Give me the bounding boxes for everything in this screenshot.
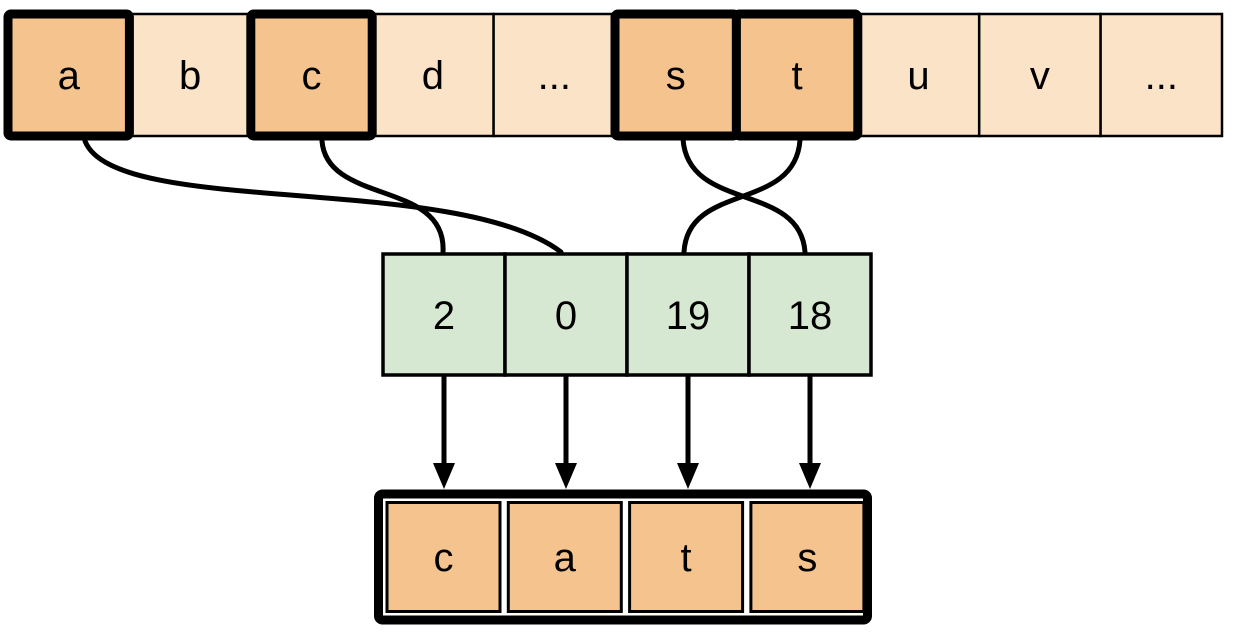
word-cell-a [506,501,623,613]
alphabet-label-v: v [1030,54,1050,98]
alphabet-cell-t-highlighted [731,9,863,141]
alphabet-label-a: a [58,54,81,98]
alphabet-cell-b [128,12,253,138]
index-cell-18 [747,252,873,377]
word-label-t: t [681,536,692,580]
word-cell-c [385,501,502,613]
alphabet-label-u: u [907,54,929,98]
alphabet-row: a b c d ... s t u v ... [3,9,1224,141]
index-label-19: 19 [666,294,711,338]
word-row: c a t s [374,489,872,625]
alphabet-cell-ellipsis-2 [1099,12,1224,138]
connector-a-to-0 [82,138,564,255]
index-cell-19 [625,252,751,377]
alphabet-label-c: c [302,54,322,98]
index-cell-2 [381,252,507,377]
alphabet-cell-v [977,12,1102,138]
letter-to-index-connectors [82,136,808,255]
word-cell-s [749,501,866,613]
arrow-head-2 [555,463,577,489]
index-label-2: 2 [433,294,455,338]
alphabet-cell-c-highlighted [246,9,377,141]
alphabet-label-ellipsis-1: ... [538,54,571,98]
alphabet-cell-d [370,12,495,138]
alphabet-cell-ellipsis-1 [492,12,617,138]
alphabet-label-s: s [666,54,686,98]
alphabet-label-d: d [422,54,444,98]
arrow-head-3 [677,463,699,489]
word-label-s: s [797,536,817,580]
index-to-word-arrows [433,376,821,489]
alphabet-label-b: b [179,54,201,98]
arrow-head-1 [433,463,455,489]
connector-t-to-19 [681,137,803,255]
alphabet-cell-a-highlighted [3,9,134,141]
alphabet-label-t: t [792,54,803,98]
word-label-c: c [434,536,454,580]
word-label-a: a [554,536,577,580]
word-cell-t [628,501,745,613]
alphabet-label-ellipsis-2: ... [1145,54,1178,98]
index-label-0: 0 [555,294,577,338]
arrow-head-4 [799,463,821,489]
index-label-18: 18 [788,294,833,338]
index-row: 2 0 19 18 [381,252,873,377]
connector-c-to-2 [319,138,446,255]
